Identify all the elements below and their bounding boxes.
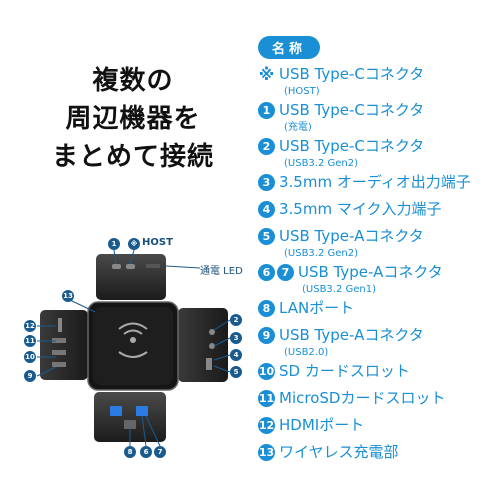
legend-sub: (USB3.2 Gen2) [284, 248, 359, 259]
legend-sub: (HOST) [284, 86, 320, 97]
legend-label: USB Type-Cコネクタ [279, 101, 425, 119]
legend-sub: (USB2.0) [284, 347, 329, 358]
callout-5: 5 [230, 366, 242, 378]
marker: 11 [258, 390, 275, 407]
callout-6: 6 [140, 446, 152, 458]
headline-line-3: まとめて接続 [51, 142, 214, 172]
callout-2: 2 [230, 314, 242, 326]
callout-7: 7 [154, 446, 166, 458]
callout-4: 4 [230, 349, 242, 361]
legend-label: USB Type-Aコネクタ [279, 326, 424, 344]
legend-label: 3.5mm オーディオ出力端子 [279, 173, 471, 191]
legend-sub: (充電) [284, 122, 312, 133]
marker: 6 [258, 264, 275, 281]
legend-label: USB Type-Cコネクタ [279, 137, 425, 155]
legend-sub: (USB3.2 Gen1) [302, 284, 377, 295]
legend-label: MicroSDカードスロット [279, 389, 446, 407]
left-module [40, 310, 88, 380]
marker: 9 [258, 327, 275, 344]
wireless-pad [87, 301, 179, 391]
marker: 5 [258, 228, 275, 245]
legend-label: SD カードスロット [279, 362, 410, 380]
top-module [96, 254, 166, 300]
callout-11: 11 [24, 335, 36, 347]
legend-label: USB Type-Aコネクタ [279, 227, 424, 245]
legend-sub: (USB3.2 Gen2) [284, 158, 359, 169]
marker: 3 [258, 174, 275, 191]
marker: 12 [258, 417, 275, 434]
callout-3: 3 [230, 332, 242, 344]
legend-label: ワイヤレス充電部 [279, 443, 399, 461]
legend-label: USB Type-Aコネクタ [298, 263, 443, 281]
marker: 7 [277, 264, 294, 281]
legend-title: 名称 [258, 36, 321, 59]
marker: 4 [258, 201, 275, 218]
callout-host: ※ [128, 238, 140, 250]
callout-12: 12 [24, 320, 36, 332]
headline-line-1: 複数の [92, 66, 174, 96]
legend-item: ※USB Type-Cコネクタ (HOST) [258, 64, 498, 98]
legend-label: 3.5mm マイク入力端子 [279, 200, 442, 218]
marker: 13 [258, 444, 275, 461]
right-module [178, 308, 228, 382]
led-label: 通電 LED [200, 266, 243, 277]
legend-label: USB Type-Cコネクタ [279, 65, 425, 83]
marker: 10 [258, 363, 275, 380]
marker: 2 [258, 138, 275, 155]
bottom-module [94, 392, 166, 442]
marker: 8 [258, 300, 275, 317]
legend-label: LANポート [279, 299, 355, 317]
callout-8: 8 [124, 446, 136, 458]
headline: 複数の 周辺機器を まとめて接続 [38, 62, 228, 176]
callout-1: 1 [108, 238, 120, 250]
marker: ※ [258, 65, 275, 84]
marker: 1 [258, 102, 275, 119]
callout-9: 9 [24, 370, 36, 382]
host-label: HOST [142, 237, 173, 248]
headline-line-2: 周辺機器を [65, 104, 201, 134]
callout-10: 10 [24, 351, 36, 363]
legend-label: HDMIポート [279, 416, 365, 434]
callout-13: 13 [62, 290, 74, 302]
